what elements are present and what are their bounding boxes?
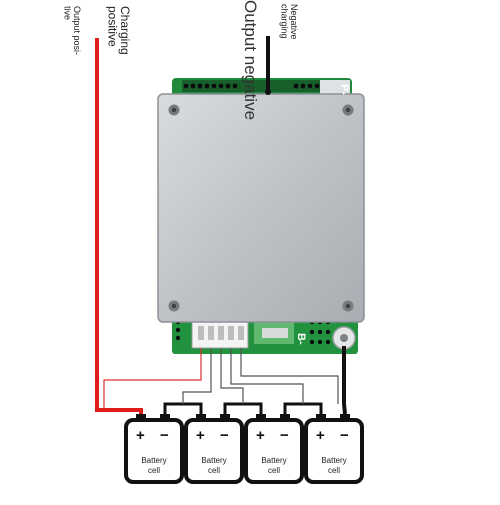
heatsink-screws — [168, 104, 354, 312]
pcb-top-pads — [182, 80, 342, 92]
balance-connector-pins — [198, 326, 244, 340]
b-minus-pad-inner — [262, 328, 288, 338]
label-output-positive: Output posi- tive — [62, 6, 82, 56]
cell-3-label: Battery cell — [261, 456, 287, 475]
series-links — [163, 402, 323, 414]
cell-4-label: Battery cell — [321, 456, 347, 475]
battery-cell-3 — [244, 414, 304, 484]
b-minus-terminal-hole — [340, 334, 348, 342]
battery-cell-4 — [304, 414, 364, 484]
battery-cell-1 — [124, 414, 184, 484]
cell-2-minus: − — [220, 427, 229, 444]
label-output-negative: Output negative — [240, 0, 260, 121]
cell-2-plus: + — [196, 427, 205, 444]
balance-wires — [103, 348, 339, 408]
silk-p-minus: P- — [338, 84, 350, 95]
label-charging-positive: Charging positive — [105, 6, 133, 55]
cell-1-label: Battery cell — [141, 456, 167, 475]
cell-4-minus: − — [340, 427, 349, 444]
b-negative-wire — [342, 346, 347, 415]
cell-4-plus: + — [316, 427, 325, 444]
cell-3-minus: − — [280, 427, 289, 444]
cell-1-minus: − — [160, 427, 169, 444]
battery-cell-2 — [184, 414, 244, 484]
negative-charging-wire-end — [265, 89, 271, 95]
label-negative-charging: Negative charging — [279, 4, 299, 40]
cell-1-plus: + — [136, 427, 145, 444]
heatsink — [157, 93, 365, 323]
positive-wire — [95, 38, 143, 414]
cell-2-label: Battery cell — [201, 456, 227, 475]
cell-3-plus: + — [256, 427, 265, 444]
silk-b-minus: B- — [295, 333, 307, 345]
